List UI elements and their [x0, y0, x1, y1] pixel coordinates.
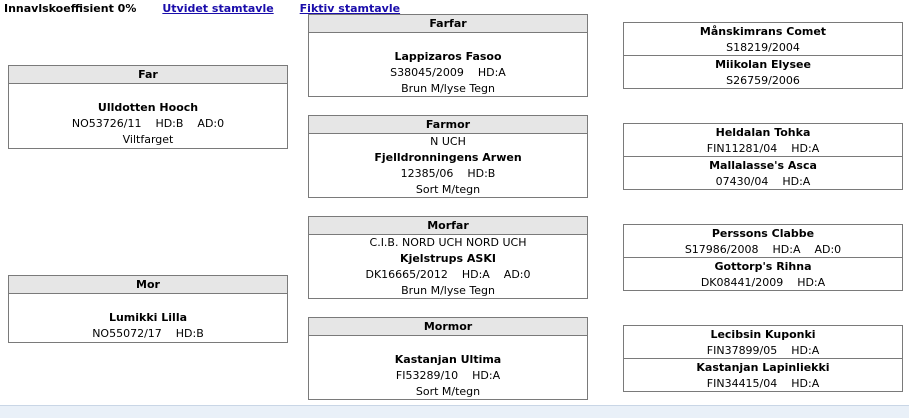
dog-name[interactable]: Kastanjan Ultima: [394, 353, 502, 366]
dog-color: Viltfarget: [122, 133, 174, 146]
dog-registration: 12385/06 HD:B: [400, 167, 496, 180]
grandparent-title: Mormor: [309, 318, 587, 336]
dog-registration: FI53289/10 HD:A: [395, 369, 501, 382]
great-grandparent-cell: Kastanjan Lapinliekki FIN34415/04 HD:A: [624, 358, 902, 390]
dog-registration: FIN11281/04 HD:A: [706, 142, 820, 155]
top-bar: Innavlskoeffisient 0% Utvidet stamtavle …: [4, 1, 400, 15]
great-grandparent-pair: Lecibsin Kuponki FIN37899/05 HD:A Kastan…: [623, 325, 903, 392]
grandparent-box-morfar: Morfar C.I.B. NORD UCH NORD UCH Kjelstru…: [308, 216, 588, 299]
great-grandparent-cell: Perssons Clabbe S17986/2008 HD:A AD:0: [624, 225, 902, 257]
dog-registration: FIN37899/05 HD:A: [706, 344, 820, 357]
dog-name[interactable]: Lappizaros Fasoo: [394, 50, 502, 63]
dog-registration: DK16665/2012 HD:A AD:0: [365, 268, 531, 281]
inbreeding-coefficient: Innavlskoeffisient 0%: [4, 1, 137, 15]
dog-name[interactable]: Perssons Clabbe: [711, 227, 815, 240]
dog-name[interactable]: Gottorp's Rihna: [714, 260, 812, 273]
dog-color: Brun M/lyse Tegn: [401, 284, 495, 297]
dog-registration: 07430/04 HD:A: [715, 175, 811, 188]
grandparent-title: Farmor: [309, 116, 587, 134]
dog-registration: S18219/2004: [726, 41, 800, 54]
dog-titles: N UCH: [430, 135, 466, 148]
dog-registration: S17986/2008 HD:A AD:0: [684, 243, 842, 256]
great-grandparent-cell: Miikolan Elysee S26759/2006: [624, 55, 902, 87]
parent-box-far: Far Ulldotten Hooch NO53726/11 HD:B AD:0…: [8, 65, 288, 149]
dog-color: Sort M/tegn: [415, 183, 481, 196]
dog-color: Sort M/tegn: [415, 385, 481, 398]
great-grandparent-cell: Gottorp's Rihna DK08441/2009 HD:A: [624, 257, 902, 289]
fictive-pedigree-link[interactable]: Fiktiv stamtavle: [299, 1, 401, 15]
dog-name[interactable]: Fjelldronningens Arwen: [374, 151, 522, 164]
great-grandparent-pair: Heldalan Tohka FIN11281/04 HD:A Mallalas…: [623, 123, 903, 190]
dog-titles: C.I.B. NORD UCH NORD UCH: [369, 236, 527, 249]
great-grandparent-cell: Månskimrans Comet S18219/2004: [624, 23, 902, 55]
dog-name[interactable]: Månskimrans Comet: [699, 25, 827, 38]
grandparent-title: Farfar: [309, 15, 587, 33]
dog-name[interactable]: Lumikki Lilla: [108, 311, 188, 324]
dog-name[interactable]: Kjelstrups ASKI: [400, 252, 496, 265]
grandparent-box-mormor: Mormor Kastanjan Ultima FI53289/10 HD:A …: [308, 317, 588, 400]
parent-box-mor: Mor Lumikki Lilla NO55072/17 HD:B: [8, 275, 288, 343]
parent-title: Mor: [9, 276, 287, 294]
great-grandparent-pair: Månskimrans Comet S18219/2004 Miikolan E…: [623, 22, 903, 89]
great-grandparent-cell: Heldalan Tohka FIN11281/04 HD:A: [624, 124, 902, 156]
dog-registration: NO55072/17 HD:B: [92, 327, 204, 340]
great-grandparent-cell: Mallalasse's Asca 07430/04 HD:A: [624, 156, 902, 188]
great-grandparent-pair: Perssons Clabbe S17986/2008 HD:A AD:0 Go…: [623, 224, 903, 291]
dog-registration: S38045/2009 HD:A: [390, 66, 506, 79]
dog-registration: DK08441/2009 HD:A: [700, 276, 826, 289]
dog-registration: NO53726/11 HD:B AD:0: [71, 117, 225, 130]
dog-registration: S26759/2006: [726, 74, 800, 87]
dog-color: Brun M/lyse Tegn: [401, 82, 495, 95]
dog-name[interactable]: Kastanjan Lapinliekki: [696, 361, 830, 374]
grandparent-box-farmor: Farmor N UCH Fjelldronningens Arwen 1238…: [308, 115, 588, 198]
dog-name[interactable]: Mallalasse's Asca: [709, 159, 817, 172]
dog-name[interactable]: Ulldotten Hooch: [97, 101, 199, 114]
dog-name[interactable]: Miikolan Elysee: [715, 58, 811, 71]
grandparent-box-farfar: Farfar Lappizaros Fasoo S38045/2009 HD:A…: [308, 14, 588, 97]
extended-pedigree-link[interactable]: Utvidet stamtavle: [162, 1, 274, 15]
grandparent-title: Morfar: [309, 217, 587, 235]
great-grandparent-cell: Lecibsin Kuponki FIN37899/05 HD:A: [624, 326, 902, 358]
parent-title: Far: [9, 66, 287, 84]
dog-name[interactable]: Lecibsin Kuponki: [710, 328, 816, 341]
bottom-strip: [0, 405, 909, 418]
dog-name[interactable]: Heldalan Tohka: [715, 126, 811, 139]
dog-registration: FIN34415/04 HD:A: [706, 377, 820, 390]
